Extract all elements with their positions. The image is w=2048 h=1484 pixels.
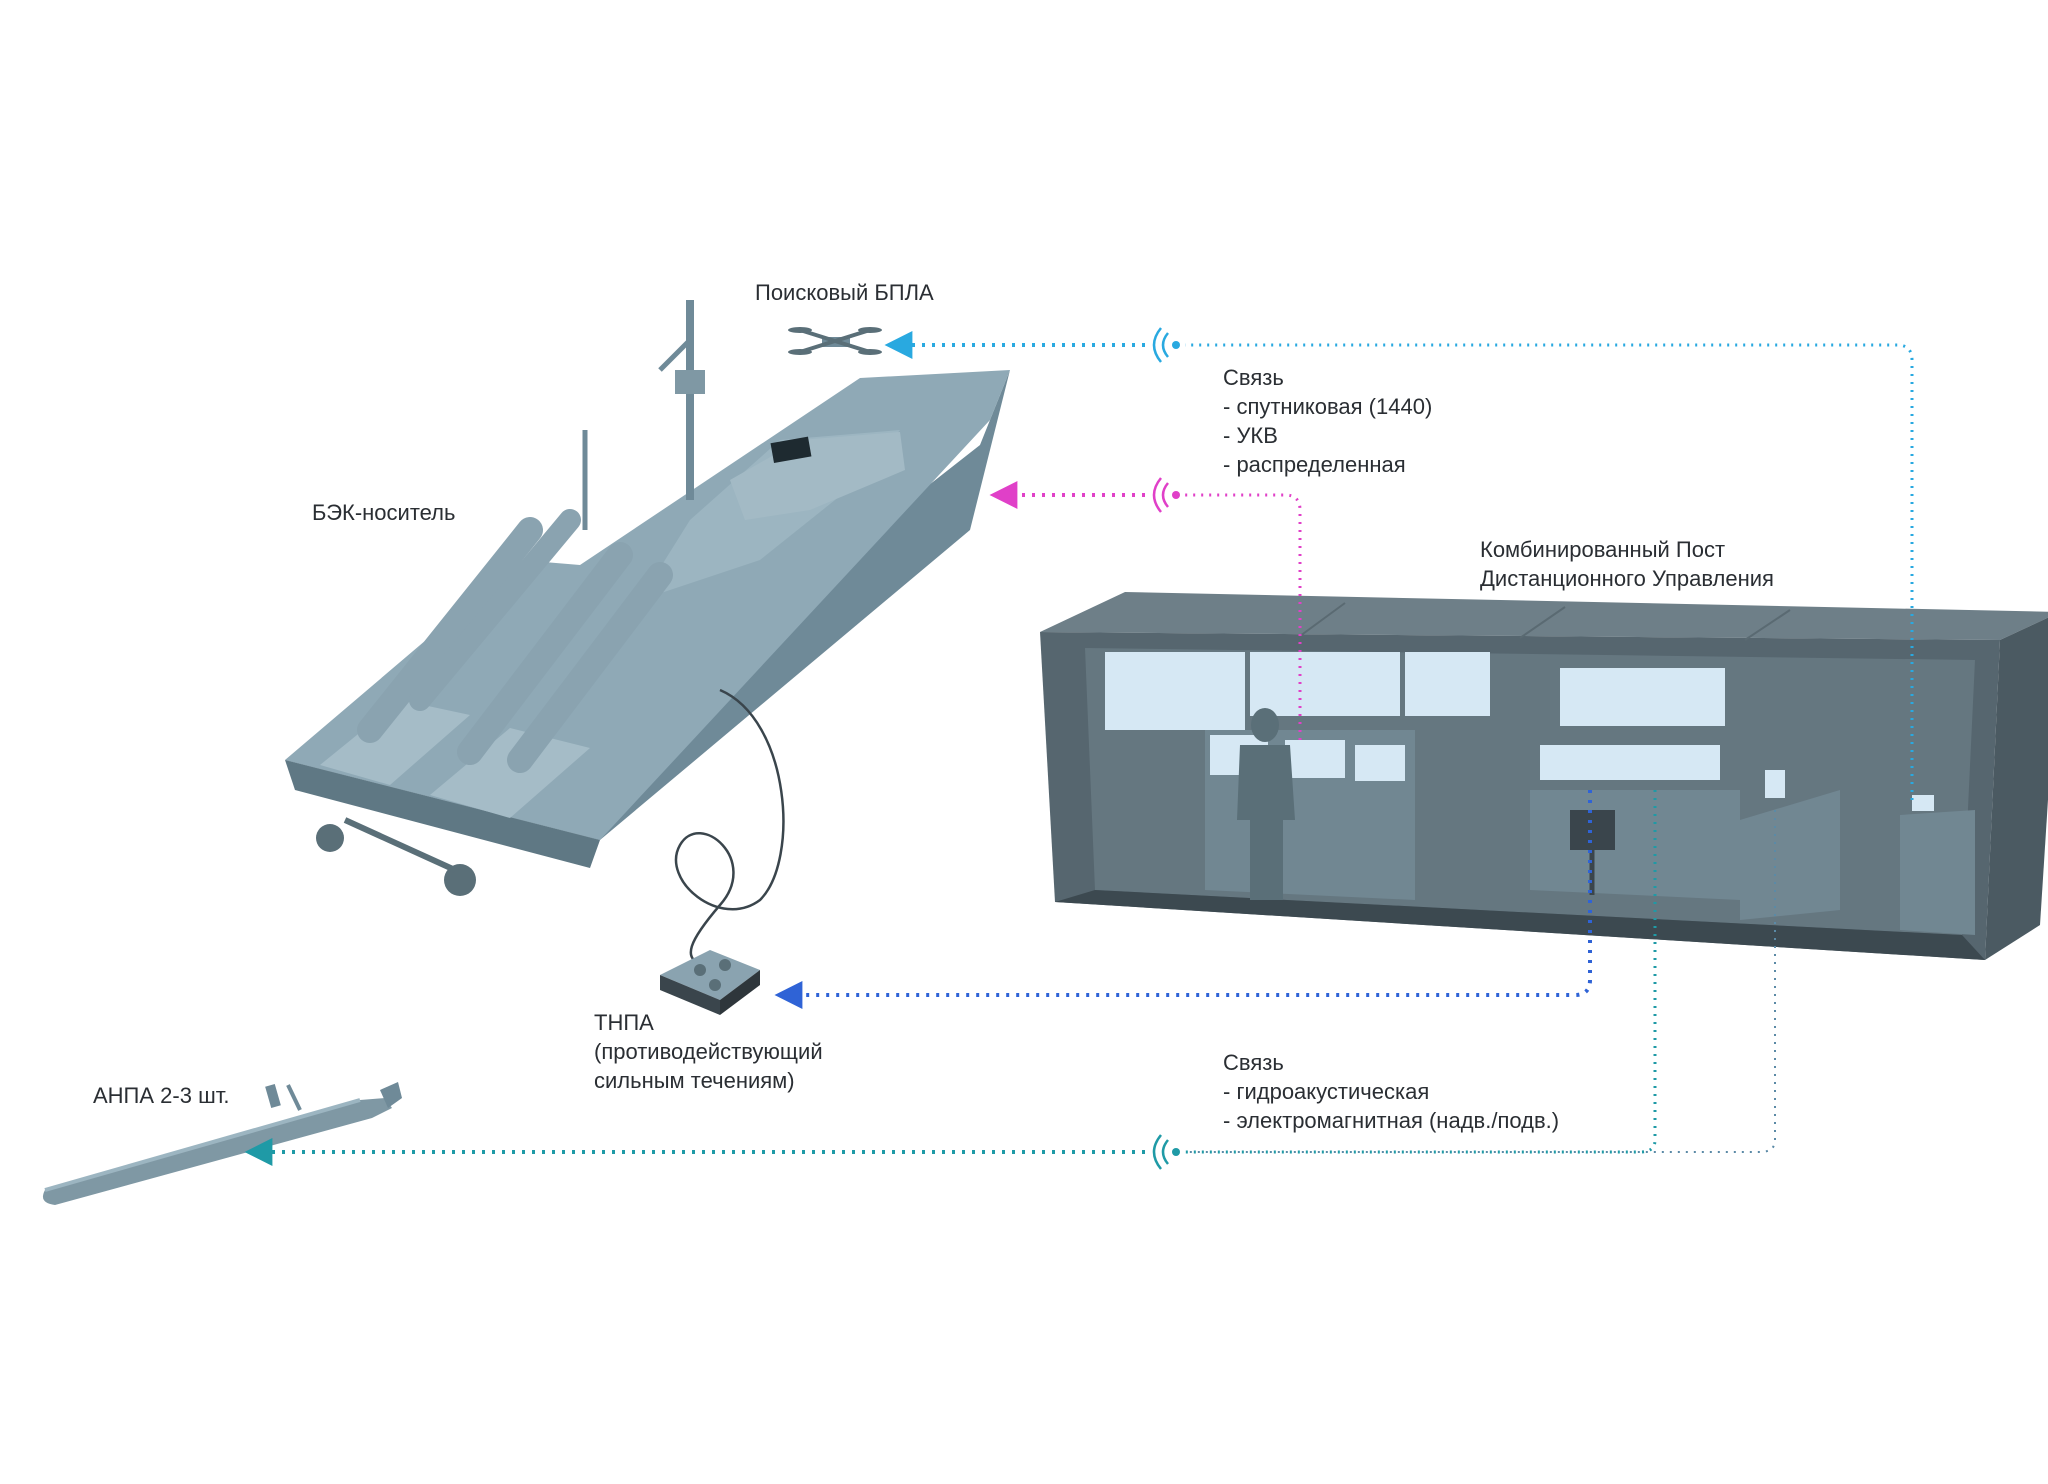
comm-upper-item: - спутниковая (1440) — [1223, 394, 1433, 419]
control-post-label: Дистанционного Управления — [1480, 566, 1774, 591]
tnpa-vehicle — [660, 950, 760, 1015]
boat-label: БЭК-носитель — [312, 500, 456, 525]
link-boat — [989, 481, 1302, 740]
anpa-vehicle — [42, 1082, 402, 1205]
link-drone — [884, 331, 1914, 800]
link-tnpa — [774, 790, 1592, 1009]
comm-lower-item: - электромагнитная (надв./подв.) — [1223, 1108, 1560, 1133]
signal-wave-icon — [1152, 327, 1169, 363]
control-post-label: Комбинированный Пост — [1480, 537, 1726, 562]
comm-lower-item: - гидроакустическая — [1223, 1079, 1430, 1104]
drone-label: Поисковый БПЛА — [755, 280, 934, 305]
signal-wave-icon — [1152, 1134, 1169, 1170]
comm-upper-item: - УКВ — [1223, 423, 1278, 448]
tnpa-label: ТНПА — [594, 1010, 654, 1035]
comm-lower-title: Связь — [1223, 1050, 1284, 1075]
control-post-container — [1040, 592, 2048, 960]
comm-upper-item: - распределенная — [1223, 452, 1406, 477]
tnpa-label: (противодействующий — [594, 1039, 823, 1064]
comm-upper-title: Связь — [1223, 365, 1284, 390]
carrier-boat — [285, 300, 1010, 967]
search-drone — [788, 327, 882, 355]
link-anpa — [244, 790, 1776, 1166]
anpa-label: АНПА 2-3 шт. — [93, 1083, 230, 1108]
signal-wave-icon — [1152, 477, 1169, 513]
tnpa-label: сильным течениям) — [594, 1068, 795, 1093]
